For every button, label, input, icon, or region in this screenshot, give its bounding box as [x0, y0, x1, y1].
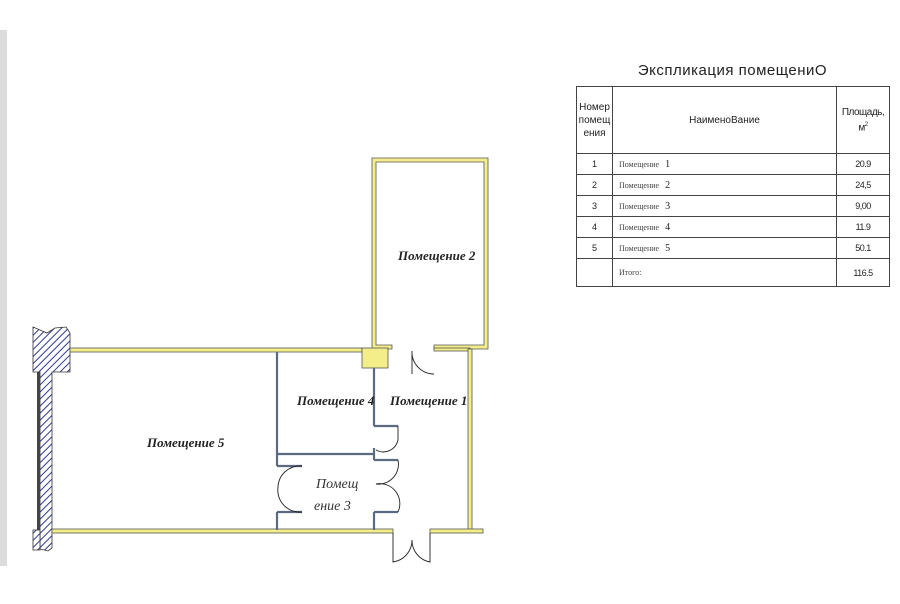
room-label-1: Помещение 1 — [389, 393, 467, 408]
cell-area: 20.9 — [836, 153, 890, 175]
doors — [277, 350, 435, 563]
cell-number: 1 — [576, 153, 613, 175]
table-total-row: Итого: 116.5 — [576, 258, 890, 287]
header-name: НаименоВание — [612, 86, 837, 154]
table-header-row: Номер помещ ения НаименоВание Площадь,м2 — [576, 86, 890, 154]
door-room4 — [375, 426, 399, 453]
room-label-3-line1: Помещ — [315, 477, 359, 492]
door-room3 — [375, 459, 401, 513]
door-room2 — [411, 350, 435, 375]
room-label-4: Помещение 4 — [296, 393, 375, 408]
room-label-3-line2: ение 3 — [314, 499, 351, 514]
door-room5 — [277, 465, 303, 513]
cell-number: 2 — [576, 174, 613, 196]
explication-table: Номер помещ ения НаименоВание Площадь,м2… — [576, 86, 890, 287]
explication-title: Экспликация помещениО — [637, 62, 828, 79]
cell-area: 9,00 — [836, 195, 890, 217]
external-wall-hatched — [32, 326, 71, 552]
total-label: Итого: — [612, 258, 837, 287]
walls — [51, 157, 489, 534]
cell-area: 11.9 — [836, 216, 890, 238]
cell-number: 4 — [576, 216, 613, 238]
cell-number: 5 — [576, 237, 613, 259]
cell-area: 24,5 — [836, 174, 890, 196]
cell-number: 3 — [576, 195, 613, 217]
room-label-2: Помещение 2 — [397, 248, 476, 263]
header-area: Площадь,м2 — [836, 86, 890, 154]
partitions — [275, 352, 398, 530]
left-scroll-strip — [0, 30, 7, 566]
column — [361, 347, 389, 369]
total-area: 116.5 — [836, 258, 890, 287]
cell-area: 50.1 — [836, 237, 890, 259]
header-number: Номер помещ ения — [576, 86, 613, 154]
room-label-5: Помещение 5 — [146, 435, 225, 450]
cell-empty — [576, 258, 613, 287]
entrance-door — [392, 533, 431, 563]
